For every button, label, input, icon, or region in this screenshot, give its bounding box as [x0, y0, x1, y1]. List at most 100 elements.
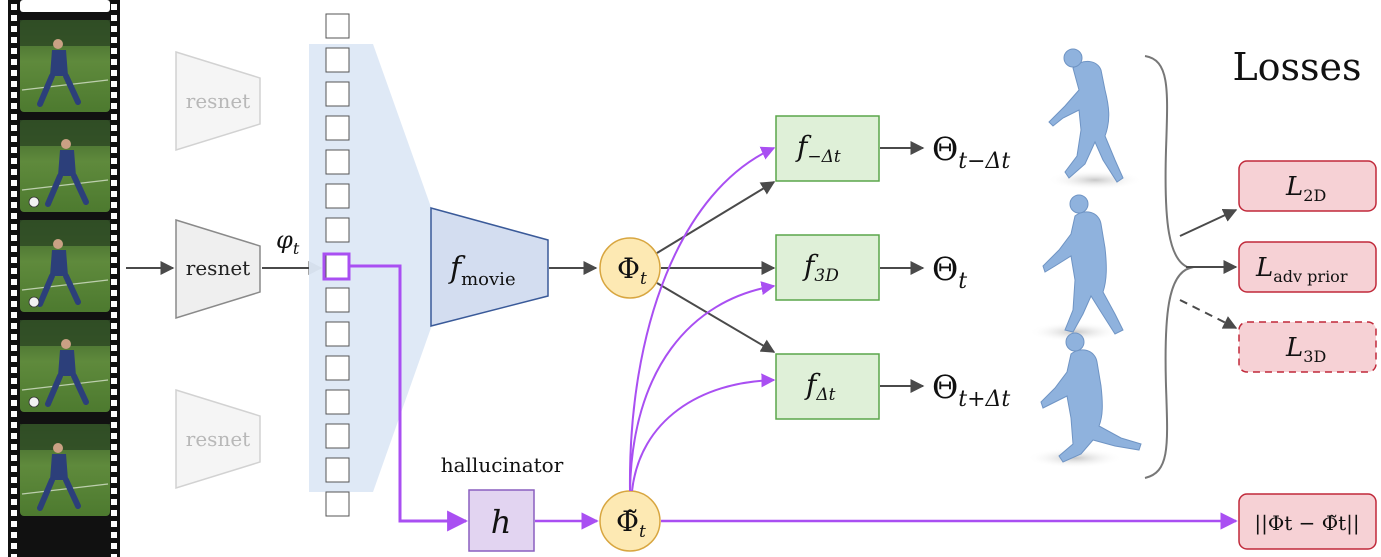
- sprocket-hole: [11, 279, 17, 285]
- sprocket-hole: [111, 15, 117, 21]
- phi-tilde-node: Φ̃t: [599, 490, 661, 552]
- encoder-label: resnet: [186, 256, 250, 280]
- sprocket-hole: [11, 48, 17, 54]
- sprocket-hole: [11, 510, 17, 516]
- encoder-faded-bottom: resnet: [175, 388, 261, 490]
- sprocket-hole: [111, 290, 117, 296]
- sprocket-hole: [11, 70, 17, 76]
- sprocket-hole: [11, 554, 17, 557]
- sprocket-hole: [111, 136, 117, 142]
- kicking-frame-2: [20, 220, 110, 312]
- encoder-active: resnet: [175, 218, 261, 320]
- sprocket-hole: [11, 455, 17, 461]
- sprocket-hole: [111, 554, 117, 557]
- theta-plus-label: Θt+Δt: [932, 368, 1010, 412]
- head-f-3d: f3D: [775, 234, 880, 301]
- walking-frame: [20, 424, 110, 516]
- sprocket-hole: [11, 334, 17, 340]
- sprocket-hole: [111, 268, 117, 274]
- sprocket-hole: [111, 235, 117, 241]
- sprocket-hole: [111, 532, 117, 538]
- sprocket-hole: [11, 136, 17, 142]
- feature-cell: [325, 457, 350, 483]
- phi-t-label: φt: [276, 226, 300, 258]
- kick-follow-frame: [20, 320, 110, 412]
- sprocket-hole: [11, 345, 17, 351]
- phi-tilde-to-f-minus-arrow: [628, 146, 776, 492]
- video-frame-partial: [20, 0, 110, 12]
- feature-cell: [325, 47, 350, 73]
- sprocket-hole: [111, 26, 117, 32]
- sprocket-hole: [111, 334, 117, 340]
- sprocket-hole: [11, 312, 17, 318]
- phi-tilde-to-f3d-arrow: [629, 281, 776, 492]
- sprocket-hole: [11, 191, 17, 197]
- svg-text:||Φt − Φ̃t||: ||Φt − Φ̃t||: [1254, 511, 1359, 536]
- body-mesh-current: [1029, 194, 1124, 342]
- sprocket-hole: [111, 389, 117, 395]
- encoder-label: resnet: [186, 427, 250, 451]
- feature-cell: [325, 149, 350, 175]
- sprocket-hole: [11, 125, 17, 131]
- sprocket-hole: [11, 180, 17, 186]
- running-frame: [20, 20, 110, 112]
- sprocket-hole: [111, 400, 117, 406]
- sprocket-hole: [11, 4, 17, 10]
- sprocket-hole: [111, 213, 117, 219]
- sprocket-hole: [11, 202, 17, 208]
- sprocket-hole: [111, 147, 117, 153]
- sprocket-hole: [111, 158, 117, 164]
- sprocket-hole: [11, 268, 17, 274]
- phi-to-f-plus-arrow: [656, 282, 776, 353]
- phi-tilde-to-f-plus-arrow: [631, 373, 776, 492]
- svg-text:Ladv prior: Ladv prior: [1255, 253, 1348, 286]
- sprocket-hole: [111, 312, 117, 318]
- feature-cell: [325, 389, 350, 415]
- film-strip: [8, 0, 120, 557]
- sprocket-hole: [111, 224, 117, 230]
- svg-text:h: h: [491, 503, 512, 541]
- sprocket-hole: [111, 323, 117, 329]
- sprocket-hole: [111, 279, 117, 285]
- sprocket-hole: [111, 180, 117, 186]
- sprocket-hole: [11, 477, 17, 483]
- sprocket-hole: [11, 543, 17, 549]
- body-mesh-past: [1047, 48, 1143, 190]
- head-f-minus-dt: f−Δt: [775, 115, 880, 182]
- loss-l3d: L3D: [1238, 321, 1377, 373]
- loss-ladv-prior: Ladv prior: [1238, 241, 1377, 293]
- sprocket-hole: [111, 257, 117, 263]
- phi-t-node: Φt: [599, 237, 661, 299]
- brace-to-l2d-arrow: [1179, 208, 1238, 237]
- sprocket-hole: [111, 455, 117, 461]
- sprocket-hole: [111, 378, 117, 384]
- sprocket-hole: [111, 114, 117, 120]
- feature-cell: [325, 355, 350, 381]
- sprocket-hole: [111, 345, 117, 351]
- sprocket-hole: [11, 444, 17, 450]
- sprocket-hole: [11, 169, 17, 175]
- encoder-faded-top: resnet: [175, 50, 261, 152]
- sprocket-hole: [11, 411, 17, 417]
- sprocket-hole: [111, 301, 117, 307]
- sprocket-hole: [111, 103, 117, 109]
- sprocket-hole: [111, 444, 117, 450]
- hallucinator-caption: hallucinator: [441, 453, 564, 477]
- sprocket-hole: [11, 389, 17, 395]
- sprocket-hole: [111, 488, 117, 494]
- feature-cell: [325, 115, 350, 141]
- sprocket-hole: [111, 499, 117, 505]
- sprocket-hole: [11, 488, 17, 494]
- sprocket-hole: [111, 466, 117, 472]
- sprocket-hole: [11, 235, 17, 241]
- sprocket-hole: [111, 477, 117, 483]
- sprocket-hole: [111, 48, 117, 54]
- sprocket-hole: [111, 92, 117, 98]
- losses-title: Losses: [1232, 45, 1361, 89]
- loss-l2d: L2D: [1238, 160, 1377, 212]
- sprocket-hole: [111, 202, 117, 208]
- sprocket-hole: [111, 356, 117, 362]
- feature-cell: [325, 253, 350, 279]
- feature-cell: [325, 321, 350, 347]
- sprocket-hole: [11, 257, 17, 263]
